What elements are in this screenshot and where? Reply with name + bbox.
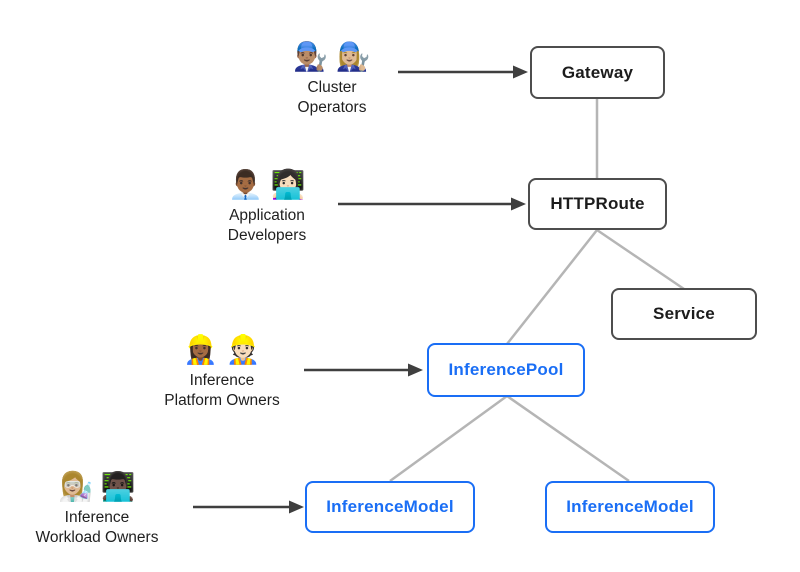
node-inferencemodel-right-label: InferenceModel [566, 497, 694, 516]
node-inferencemodel-right: InferenceModel [545, 481, 715, 533]
edge-httproute-inferencepool [506, 229, 598, 345]
node-httproute: HTTPRoute [528, 178, 667, 230]
mechanic-people-icon: 👨🏽‍🔧 👩🏼‍🔧 [293, 41, 371, 72]
node-service: Service [611, 288, 757, 340]
arrow-application-developers-to-httproute [338, 197, 526, 211]
node-httproute-label: HTTPRoute [550, 194, 645, 213]
edge-httproute-service [596, 228, 685, 291]
construction-worker-people-icon: 👷🏾‍♀️ 👷🏻 [183, 334, 261, 365]
node-gateway: Gateway [530, 46, 665, 99]
edge-inferencepool-inferencemodel-1 [389, 394, 508, 483]
persona-inference-platform-owners: 👷🏾‍♀️ 👷🏻 Inference Platform Owners [127, 329, 317, 411]
developer-people-icon: 👨🏾‍💼 👩🏻‍💻 [228, 169, 306, 200]
edge-inferencepool-inferencemodel-2 [506, 394, 630, 483]
node-inferencemodel-left-label: InferenceModel [326, 497, 454, 516]
persona-cluster-operators: 👨🏽‍🔧 👩🏼‍🔧 Cluster Operators [237, 36, 427, 118]
node-inferencepool-label: InferencePool [448, 360, 564, 379]
arrow-workload-owners-to-inferencemodel [193, 500, 304, 514]
node-inferencepool: InferencePool [427, 343, 585, 397]
persona-inference-workload-owners: 👩🏼‍🔬 👨🏿‍💻 Inference Workload Owners [2, 466, 192, 548]
arrow-cluster-operators-to-gateway [398, 65, 528, 79]
scientist-technologist-people-icon: 👩🏼‍🔬 👨🏿‍💻 [58, 471, 136, 502]
node-service-label: Service [653, 304, 715, 323]
node-inferencemodel-left: InferenceModel [305, 481, 475, 533]
persona-application-developers-label: Application Developers [227, 207, 307, 244]
arrow-platform-owners-to-inferencepool [304, 363, 423, 377]
persona-inference-platform-owners-label: Inference Platform Owners [164, 372, 280, 409]
persona-cluster-operators-label: Cluster Operators [297, 79, 367, 116]
node-gateway-label: Gateway [561, 62, 634, 82]
persona-application-developers: 👨🏾‍💼 👩🏻‍💻 Application Developers [172, 164, 362, 246]
persona-inference-workload-owners-label: Inference Workload Owners [35, 509, 159, 546]
